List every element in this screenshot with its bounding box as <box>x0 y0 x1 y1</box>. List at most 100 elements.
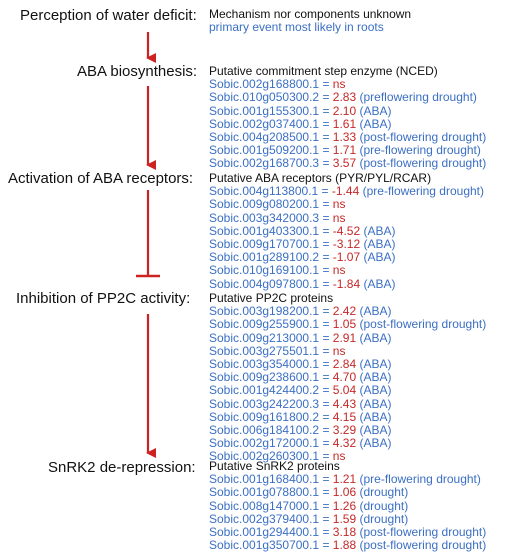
condition-note: (ABA) <box>363 250 396 265</box>
gene-row: Sobic.001g078800.1 = 1.06 (drought) <box>209 486 486 499</box>
expression-value: 1.26 <box>332 498 357 513</box>
equals-sign: = <box>319 237 333 252</box>
expression-value: 3.29 <box>332 423 357 438</box>
gene-id: Sobic.002g379400.1 <box>209 511 320 526</box>
gene-id: Sobic.001g078800.1 <box>209 485 320 500</box>
expression-value: -4.52 <box>332 223 361 238</box>
expression-value: 2.91 <box>332 330 357 345</box>
gene-row: Sobic.001g350700.1 = 1.88 (post-flowerin… <box>209 539 486 552</box>
equals-sign: = <box>319 511 333 526</box>
gene-id: Sobic.002g037400.1 <box>209 116 320 131</box>
expression-value: 1.61 <box>332 116 357 131</box>
equals-sign: = <box>319 250 333 265</box>
equals-sign: = <box>319 90 333 105</box>
equals-sign: = <box>319 357 333 372</box>
expression-value: ns <box>332 77 346 92</box>
condition-note: (ABA) <box>359 304 392 319</box>
gene-row: Sobic.002g168800.1 = ns <box>209 78 486 91</box>
expression-value: 4.15 <box>332 409 357 424</box>
gene-row: Sobic.002g172000.1 = 4.32 (ABA) <box>209 437 486 450</box>
block-heading: Putative SnRK2 proteins <box>209 459 340 473</box>
equals-sign: = <box>319 449 333 464</box>
equals-sign: = <box>319 223 333 238</box>
condition-note: (drought) <box>359 485 409 500</box>
equals-sign: = <box>319 197 333 212</box>
gene-id: Sobic.009g080200.1 <box>209 197 320 212</box>
condition-note: (pre-flowering drought) <box>362 184 484 199</box>
gene-row: Sobic.002g260300.1 = ns <box>209 450 486 463</box>
equals-sign: = <box>319 77 333 92</box>
gene-id: Sobic.002g172000.1 <box>209 436 320 451</box>
equals-sign: = <box>319 116 333 131</box>
gene-row: Sobic.009g080200.1 = ns <box>209 198 484 211</box>
expression-value: -1.44 <box>331 184 360 199</box>
gene-row: Sobic.001g294400.1 = 3.18 (post-flowerin… <box>209 525 486 540</box>
gene-id: Sobic.009g238600.1 <box>209 370 320 385</box>
condition-note: (post-flowering drought) <box>359 156 487 171</box>
gene-row: Sobic.004g208500.1 = 1.33 (post-flowerin… <box>209 130 487 145</box>
gene-id: Sobic.009g170700.1 <box>209 237 320 252</box>
condition-note: (post-flowering drought) <box>359 130 487 145</box>
equals-sign: = <box>319 304 333 319</box>
equals-sign: = <box>319 210 333 225</box>
block-heading: Putative ABA receptors (PYR/PYL/RCAR) <box>209 171 432 185</box>
gene-row: Sobic.001g509200.1 = 1.71 (pre-flowering… <box>209 144 486 157</box>
gene-id: Sobic.001g155300.1 <box>209 103 320 118</box>
expression-value: 1.06 <box>332 485 357 500</box>
stage-label-snrk2-derepression: SnRK2 de-repression: <box>48 459 196 476</box>
gene-id: Sobic.004g097800.1 <box>209 276 320 291</box>
equals-sign: = <box>319 436 333 451</box>
equals-sign: = <box>319 263 333 278</box>
gene-row: Sobic.004g097800.1 = -1.84 (ABA) <box>209 276 484 291</box>
gene-row: Sobic.003g198200.1 = 2.42 (ABA) <box>209 305 486 318</box>
equals-sign: = <box>318 184 332 199</box>
equals-sign: = <box>319 103 333 118</box>
equals-sign: = <box>319 317 333 332</box>
expression-value: 1.33 <box>332 130 357 145</box>
condition-note: (ABA) <box>359 436 392 451</box>
equals-sign: = <box>319 130 333 145</box>
gene-row: Sobic.009g213000.1 = 2.91 (ABA) <box>209 330 486 345</box>
equals-sign: = <box>319 370 333 385</box>
expression-value: 3.18 <box>332 525 357 540</box>
gene-row: Sobic.009g238600.1 = 4.70 (ABA) <box>209 371 486 384</box>
condition-note: (post-flowering drought) <box>359 538 487 552</box>
gene-row: Sobic.004g113800.1 = -1.44 (pre-flowerin… <box>209 185 484 198</box>
condition-note: (ABA) <box>359 423 392 438</box>
gene-row: Sobic.001g168400.1 = 1.21 (pre-flowering… <box>209 473 486 486</box>
gene-id: Sobic.010g169100.1 <box>209 263 320 278</box>
gene-row: Sobic.008g147000.1 = 1.26 (drought) <box>209 498 486 513</box>
gene-row: Sobic.009g255900.1 = 1.05 (post-flowerin… <box>209 318 486 331</box>
equals-sign: = <box>319 525 333 540</box>
gene-id: Sobic.001g294400.1 <box>209 525 320 540</box>
condition-note: (ABA) <box>363 276 396 291</box>
gene-id: Sobic.006g184100.2 <box>209 423 320 438</box>
expression-value: ns <box>332 210 346 225</box>
stage-label-aba-biosynthesis: ABA biosynthesis: <box>77 63 198 80</box>
stage-label-pp2c-inhibition: Inhibition of PP2C activity: <box>16 290 191 307</box>
equals-sign: = <box>319 156 333 171</box>
gene-id: Sobic.001g403300.1 <box>209 223 320 238</box>
equals-sign: = <box>319 343 333 358</box>
gene-row: Sobic.003g342000.3 = ns <box>209 210 484 225</box>
equals-sign: = <box>319 498 333 513</box>
condition-note: (pre-flowering drought) <box>359 143 481 158</box>
gene-id: Sobic.003g242200.3 <box>209 396 320 411</box>
condition-note: (ABA) <box>359 396 392 411</box>
condition-note: (drought) <box>359 511 409 526</box>
block-heading: Putative commitment step enzyme (NCED) <box>209 64 438 78</box>
expression-value: 4.32 <box>332 436 357 451</box>
expression-value: ns <box>332 263 346 278</box>
gene-id: Sobic.001g350700.1 <box>209 538 320 552</box>
block-heading: Mechanism nor components unknown <box>209 7 412 21</box>
stage-block-snrk2-derepression: Putative SnRK2 proteins Sobic.001g168400… <box>209 459 486 552</box>
expression-value: ns <box>332 343 346 358</box>
expression-value: 2.42 <box>332 304 357 319</box>
expression-value: 2.84 <box>332 357 357 372</box>
stage-block-aba-receptor-activation: Putative ABA receptors (PYR/PYL/RCAR) So… <box>209 171 484 291</box>
condition-note: (ABA) <box>359 103 392 118</box>
gene-row: Sobic.009g170700.1 = -3.12 (ABA) <box>209 237 484 252</box>
gene-id: Sobic.002g168700.3 <box>209 156 320 171</box>
gene-row: Sobic.010g169100.1 = ns <box>209 264 484 277</box>
equals-sign: = <box>319 409 333 424</box>
